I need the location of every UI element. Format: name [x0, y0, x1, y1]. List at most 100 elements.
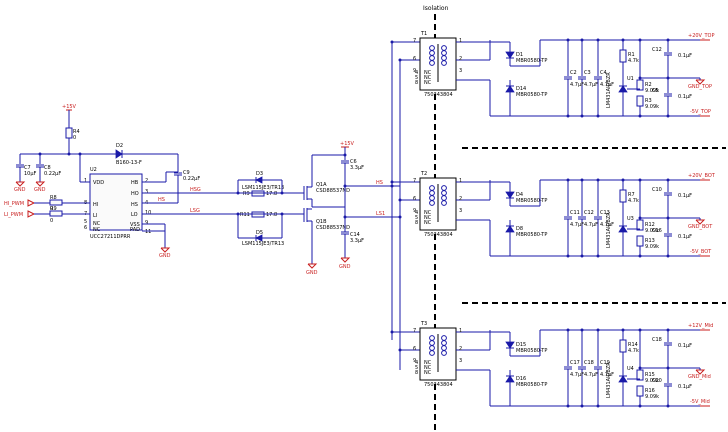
c8-value: 0.22µF [44, 171, 61, 177]
hi-pwm-label: HI_PWM [4, 201, 24, 207]
r11-ref: R11 [240, 212, 250, 218]
diode-a [505, 341, 515, 349]
r9b-ref: R9 [243, 191, 250, 197]
nc-pin-label: 8 [415, 370, 418, 376]
output-cap-ref: C11 [570, 210, 580, 216]
hi-pwm-port [27, 199, 36, 207]
pin-label: 2 [459, 196, 462, 202]
c-top-ref: C12 [652, 47, 662, 53]
u2-part: UCC27211DPRR [90, 234, 131, 240]
diode-b [505, 225, 515, 233]
output-gnd-label: GND_TOP [688, 84, 712, 90]
transformer-ref: T3 [420, 321, 427, 327]
q1a-value: CSD88537ND [316, 188, 350, 194]
u2-ref: U2 [90, 167, 97, 173]
r4-ref: R4 [73, 129, 80, 135]
r4-resistor [65, 127, 73, 139]
c-top-value: 0.1µF [678, 53, 692, 59]
u2-pin-nc1: NC [93, 221, 101, 227]
gnd-q1b-label: GND [306, 270, 318, 276]
diode-a [505, 51, 515, 59]
shunt-regulator [618, 375, 628, 383]
r9b-value: 17.8 [266, 191, 277, 197]
output-cap-value: 4.7µF [584, 372, 598, 378]
diode-a-ref: D15 [516, 342, 526, 348]
gnd-c8 [35, 181, 46, 187]
r-top-resistor [619, 189, 627, 203]
transformer-part: 750343804 [424, 232, 453, 238]
output-bot-label: -5V_TOP [690, 109, 711, 115]
diode-b-value: MBR0580-TP [516, 382, 547, 388]
nc-label: NC [424, 360, 432, 366]
pin-label: 6 [413, 196, 416, 202]
gnd-u2-label: GND [159, 253, 171, 259]
output-cap-ref: C17 [570, 360, 580, 366]
gate-vin-label: +15V [340, 141, 355, 147]
r9-value: 0 [50, 218, 53, 224]
nc-pin-label: 4 [415, 360, 418, 366]
r-top-value: 4.7k [628, 198, 639, 204]
nc-pin-label: 4 [415, 210, 418, 216]
q1a-ref: Q1A [316, 182, 327, 188]
r-mid-resistor [636, 369, 644, 381]
transformer-ref: T1 [420, 31, 427, 37]
output-top-label: +20V_BOT [688, 173, 716, 179]
r-bot-resistor [636, 385, 644, 397]
nc-label: NC [424, 215, 432, 221]
r4-value: 0 [73, 135, 76, 141]
r-top-value: 4.7k [628, 58, 639, 64]
transformer-ref: T2 [420, 171, 427, 177]
r-mid-resistor [636, 79, 644, 91]
pin-label: 9 [413, 68, 416, 74]
gnd-c8-label: GND [34, 187, 46, 193]
q1b-value: CSD88537ND [316, 225, 350, 231]
u2-pin-vss: VSS [130, 222, 140, 228]
u2-pin-vdd: VDD [93, 180, 104, 186]
r-bot-resistor [636, 95, 644, 107]
regulator-part: LM431AIDBZR [606, 212, 612, 248]
gnd-u2 [160, 247, 171, 253]
shunt-regulator [618, 225, 628, 233]
c-bot-ref: C16 [652, 228, 662, 234]
output-gnd-label: GND_Mid [688, 374, 711, 380]
svg-text:9: 9 [145, 220, 148, 226]
regulator-ref: U1 [627, 76, 634, 82]
d2-ref: D2 [116, 143, 123, 149]
output-cap-ref: C18 [584, 360, 594, 366]
output-top-label: +12V_Mid [688, 323, 713, 329]
gnd-c7-label: GND [14, 187, 26, 193]
channel-2: LM431AIDBZR [390, 177, 710, 258]
pin-label: 2 [459, 346, 462, 352]
r8-ref: R8 [50, 195, 57, 201]
shunt-regulator [618, 85, 628, 93]
mosfet-q1b [300, 208, 313, 246]
output-cap-value: 4.7µF [600, 372, 614, 378]
nc-label: NC [424, 75, 432, 81]
pin-label: 6 [413, 346, 416, 352]
output-cap-ref: C3 [584, 70, 591, 76]
gnd-c7 [15, 181, 26, 187]
r-mid-resistor [636, 219, 644, 231]
u2-pin-pad: PAD [130, 227, 140, 233]
output-gnd-label: GND_BOT [688, 224, 713, 230]
r-top-ref: R1 [628, 52, 635, 58]
pin-label: 2 [459, 56, 462, 62]
c8-ref: C8 [44, 165, 51, 171]
u2-pin-ho: HO [131, 191, 139, 197]
diode-b-value: MBR0580-TP [516, 92, 547, 98]
nc-label: NC [424, 220, 432, 226]
r-mid-value: 9.09k [645, 378, 659, 384]
d2-value: B160-13-F [116, 160, 142, 166]
pin-label: 7 [413, 178, 416, 184]
svg-text:5: 5 [84, 219, 87, 225]
diode-a-ref: D4 [516, 192, 523, 198]
nc-pin-label: 5 [415, 75, 418, 81]
svg-text:10: 10 [145, 210, 151, 216]
c-bot-ref: C5 [652, 88, 659, 94]
d3-ref: D3 [256, 171, 263, 177]
diode-b-ref: D16 [516, 376, 526, 382]
hs-net-label: HS [376, 180, 383, 186]
r9-ref: R9 [50, 206, 57, 212]
c-top-ref: C18 [652, 337, 662, 343]
diode-a [505, 191, 515, 199]
